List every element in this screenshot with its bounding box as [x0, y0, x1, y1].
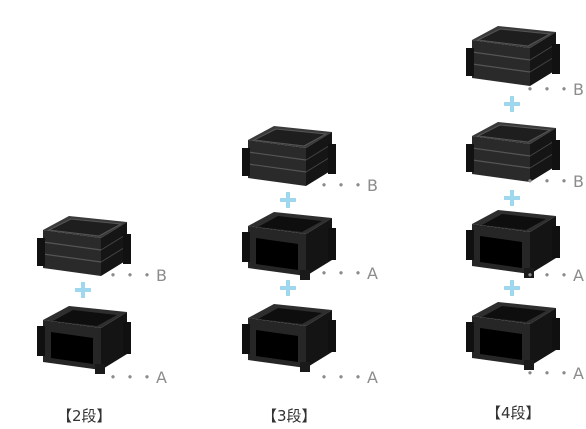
plus-icon [75, 282, 91, 298]
plus-icon [504, 280, 520, 296]
unit-label-b: ・・・B [522, 172, 585, 191]
plus-icon [504, 190, 520, 206]
column-3-tier: ・・・B ・・・A ・・・A 【3段】 [240, 0, 390, 429]
column-caption: 【3段】 [262, 407, 317, 425]
unit-label-a: ・・・A [316, 368, 379, 387]
column-2-tier: ・・・B ・・・A 【2段】 [35, 0, 185, 429]
plus-icon [504, 96, 520, 112]
column-caption: 【4段】 [486, 404, 541, 422]
unit-label-a: ・・・A [522, 266, 585, 285]
unit-label-b: ・・・B [105, 266, 168, 285]
unit-label-a: ・・・A [316, 264, 379, 283]
unit-label-a: ・・・A [522, 364, 585, 383]
column-4-tier: ・・・B ・・・B ・・・A ・・・A 【4段】 [464, 0, 586, 429]
plus-icon [280, 280, 296, 296]
unit-label-a: ・・・A [105, 368, 168, 387]
column-caption: 【2段】 [57, 407, 112, 425]
unit-label-b: ・・・B [522, 80, 585, 99]
plus-icon [280, 192, 296, 208]
unit-label-b: ・・・B [316, 176, 379, 195]
